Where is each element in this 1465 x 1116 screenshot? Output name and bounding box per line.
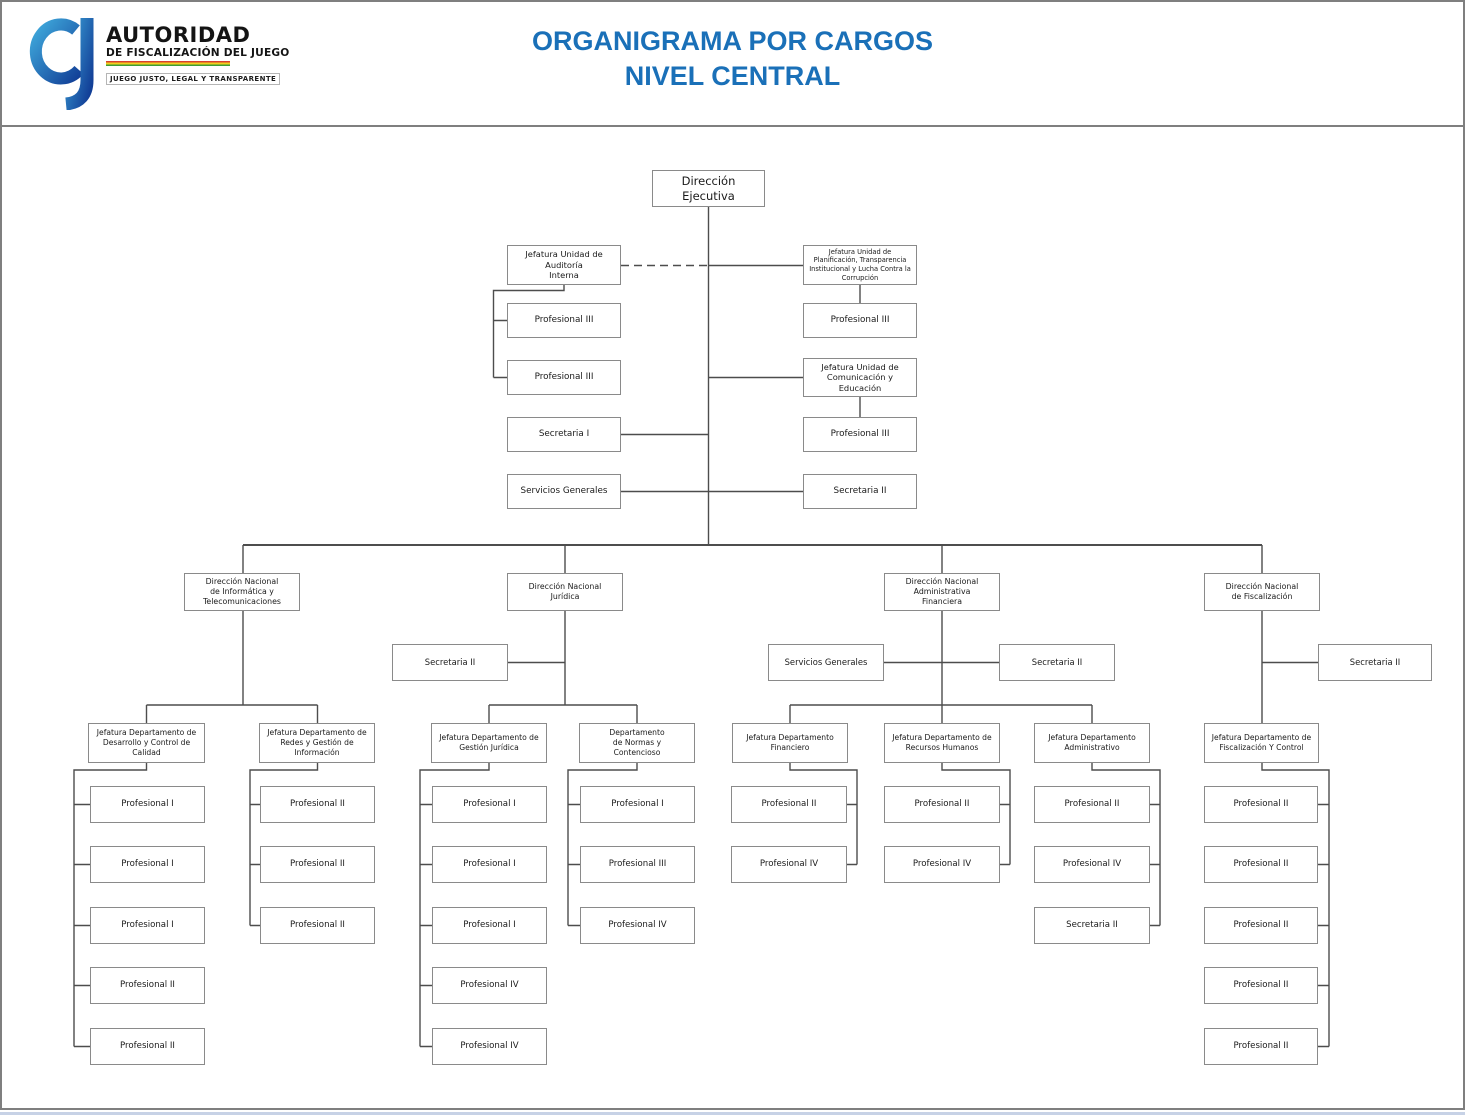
org-node-leaf: Profesional II [260, 907, 375, 944]
org-node-auditoria-profesional-1: Profesional III [507, 303, 621, 338]
page-title-line2: NIVEL CENTRAL [624, 61, 841, 92]
org-node-dn-administrativa-financiera: Dirección Nacional Administrativa Financ… [884, 573, 1000, 611]
org-node-servicios-generales-admin: Servicios Generales [768, 644, 884, 681]
org-node-leaf: Profesional I [90, 786, 205, 823]
org-node-leaf: Profesional II [1204, 967, 1318, 1004]
org-node-leaf: Profesional I [90, 846, 205, 883]
org-node-secretaria-ii-fiscalizacion: Secretaria II [1318, 644, 1432, 681]
org-node-leaf: Profesional II [1204, 786, 1318, 823]
org-node-leaf: Profesional II [90, 1028, 205, 1065]
aj-monogram-icon [29, 18, 94, 110]
org-node-leaf: Profesional I [432, 846, 547, 883]
org-node-leaf: Profesional IV [432, 1028, 547, 1065]
org-node-secretaria-i: Secretaria I [507, 417, 621, 452]
org-node-leaf: Profesional I [432, 786, 547, 823]
org-node-leaf: Profesional III [580, 846, 695, 883]
org-node-leaf: Secretaria II [1034, 907, 1150, 944]
org-node-jefatura-redes-gestion: Jefatura Departamento de Redes y Gestión… [259, 723, 375, 763]
org-node-leaf: Profesional IV [580, 907, 695, 944]
org-node-leaf: Profesional II [260, 846, 375, 883]
org-node-jefatura-auditoria-interna: Jefatura Unidad de Auditoría Interna [507, 245, 621, 285]
org-node-jefatura-planificacion-transparencia: Jefatura Unidad de Planificación, Transp… [803, 245, 917, 285]
org-node-leaf: Profesional II [1204, 846, 1318, 883]
logo-text: AUTORIDAD DE FISCALIZACIÓN DEL JUEGO JUE… [106, 23, 316, 86]
bottom-edge-line [0, 1112, 1465, 1115]
org-node-jefatura-gestion-juridica: Jefatura Departamento de Gestión Jurídic… [431, 723, 547, 763]
org-node-leaf: Profesional II [731, 786, 847, 823]
org-node-leaf: Profesional II [1204, 907, 1318, 944]
logo-tagline: JUEGO JUSTO, LEGAL Y TRANSPARENTE [106, 73, 281, 86]
org-node-leaf: Profesional II [884, 786, 1000, 823]
org-node-jefatura-desarrollo-calidad: Jefatura Departamento de Desarrollo y Co… [88, 723, 205, 763]
logo-flag-stripe [106, 61, 230, 67]
org-node-auditoria-profesional-2: Profesional III [507, 360, 621, 395]
org-node-leaf: Profesional IV [432, 967, 547, 1004]
page-title-line1: ORGANIGRAMA POR CARGOS [531, 26, 933, 56]
org-node-dn-fiscalizacion: Dirección Nacional de Fiscalización [1204, 573, 1320, 611]
org-node-leaf: Profesional II [260, 786, 375, 823]
org-node-jefatura-administrativo: Jefatura Departamento Administrativo [1034, 723, 1150, 763]
org-node-dn-juridica: Dirección Nacional Jurídica [507, 573, 623, 611]
org-node-direccion-ejecutiva: Dirección Ejecutiva [652, 170, 765, 207]
org-node-leaf: Profesional IV [884, 846, 1000, 883]
org-node-secretaria-ii-ejecutiva: Secretaria II [803, 474, 917, 509]
logo-name-line2: DE FISCALIZACIÓN DEL JUEGO [106, 47, 290, 60]
org-node-leaf: Profesional II [1204, 1028, 1318, 1065]
org-node-planificacion-profesional: Profesional III [803, 303, 917, 338]
aj-logo: AUTORIDAD DE FISCALIZACIÓN DEL JUEGO JUE… [24, 10, 324, 115]
org-node-leaf: Profesional I [580, 786, 695, 823]
org-node-secretaria-ii-juridica: Secretaria II [392, 644, 508, 681]
org-node-leaf: Profesional I [90, 907, 205, 944]
org-node-secretaria-ii-admin: Secretaria II [999, 644, 1115, 681]
page-title: ORGANIGRAMA POR CARGOS NIVEL CENTRAL [2, 24, 1463, 94]
org-node-leaf: Profesional IV [1034, 846, 1150, 883]
org-node-leaf: Profesional II [90, 967, 205, 1004]
org-node-servicios-generales-ejecutiva: Servicios Generales [507, 474, 621, 509]
logo-name-line1: AUTORIDAD [106, 23, 251, 47]
org-node-jefatura-fiscalizacion-control: Jefatura Departamento de Fiscalización Y… [1204, 723, 1319, 763]
org-node-dn-informatica: Dirección Nacional de Informática y Tele… [184, 573, 300, 611]
org-node-leaf: Profesional I [432, 907, 547, 944]
header: AUTORIDAD DE FISCALIZACIÓN DEL JUEGO JUE… [2, 2, 1463, 127]
org-node-jefatura-comunicacion-educacion: Jefatura Unidad de Comunicación y Educac… [803, 358, 917, 397]
org-node-comunicacion-profesional: Profesional III [803, 417, 917, 452]
org-node-leaf: Profesional IV [731, 846, 847, 883]
org-node-jefatura-recursos-humanos: Jefatura Departamento de Recursos Humano… [884, 723, 1000, 763]
org-node-jefatura-financiero: Jefatura Departamento Financiero [732, 723, 848, 763]
org-node-leaf: Profesional II [1034, 786, 1150, 823]
org-node-departamento-normas-contencioso: Departamento de Normas y Contencioso [579, 723, 695, 763]
